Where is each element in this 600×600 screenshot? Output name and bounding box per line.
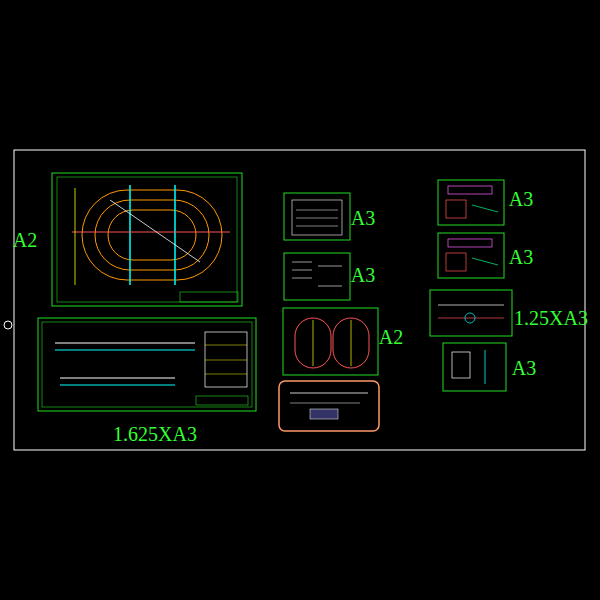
sheet-detail-3 [430,290,512,336]
sheet-size-label: 1.625XA3 [113,424,197,444]
sheet-detail-4 [443,343,506,391]
sheet-site-plan [52,173,242,306]
sheet-size-label: A2 [13,230,37,250]
sheet-size-label: 1.25XA3 [514,308,588,328]
sheet-drainage [283,308,378,375]
sheet-size-label: A3 [351,208,375,228]
stamp-box [279,381,379,431]
sheet-size-label: A3 [509,189,533,209]
frame [14,150,585,450]
sheet-detail-1 [438,180,504,225]
sheet-size-label: A3 [509,247,533,267]
sheet-size-label: A2 [379,327,403,347]
sheet-size-label: A3 [512,358,536,378]
origin-mark [4,321,12,329]
sheet-notes [284,193,350,240]
sheet-profile [38,318,256,411]
sheet-legend [284,253,350,300]
sheet-size-label: A3 [351,265,375,285]
sheet-detail-2 [438,233,504,278]
